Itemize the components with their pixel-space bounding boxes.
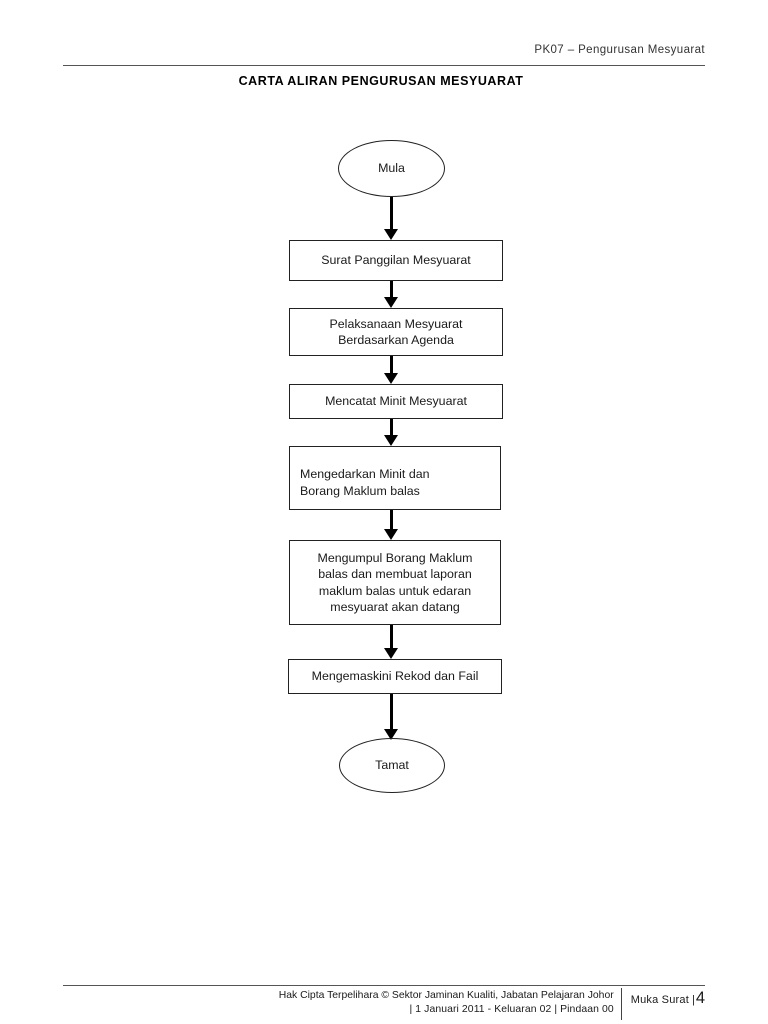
arrow-head-icon — [384, 729, 398, 740]
footer-copyright-line2: | 1 Januari 2011 - Keluaran 02 | Pindaan… — [409, 1003, 614, 1015]
flow-node-start: Mula — [338, 140, 445, 197]
document-header: PK07 – Pengurusan Mesyuarat — [63, 44, 705, 66]
edge-stem — [389, 510, 393, 530]
arrow-head-icon — [384, 435, 398, 446]
arrow-head-icon — [384, 297, 398, 308]
page-title: CARTA ALIRAN PENGURUSAN MESYUARAT — [0, 74, 768, 88]
flow-node-mengedarkan-minit-label-line1: Mengedarkan Minit dan — [300, 467, 430, 482]
flow-node-mengumpul-borang-label-line2: balas dan membuat laporan — [318, 567, 472, 582]
footer-page-indicator: Muka Surat | 4 — [622, 989, 705, 1008]
flow-node-pelaksanaan: Pelaksanaan Mesyuarat Berdasarkan Agenda — [289, 308, 503, 356]
flow-node-end-label: Tamat — [375, 758, 409, 773]
edge-stem — [389, 694, 393, 730]
header-document-code: PK07 – Pengurusan Mesyuarat — [534, 44, 705, 56]
flow-node-mencatat-minit-label: Mencatat Minit Mesyuarat — [325, 394, 467, 409]
flow-node-surat-panggilan: Surat Panggilan Mesyuarat — [289, 240, 503, 281]
flow-node-mengedarkan-minit: Mengedarkan Minit dan Borang Maklum bala… — [289, 446, 501, 510]
flow-node-mengumpul-borang-label-line3: maklum balas untuk edaran — [318, 583, 472, 598]
edge-stem — [389, 281, 393, 298]
flow-node-mengemaskini-rekod: Mengemaskini Rekod dan Fail — [288, 659, 502, 694]
edge-stem — [389, 419, 393, 436]
flow-node-mencatat-minit: Mencatat Minit Mesyuarat — [289, 384, 503, 419]
flow-node-start-label: Mula — [378, 161, 405, 176]
footer-divider-rule — [63, 985, 705, 986]
flow-node-end: Tamat — [339, 738, 445, 793]
arrow-head-icon — [384, 373, 398, 384]
footer-content: Hak Cipta Terpelihara © Sektor Jaminan K… — [63, 988, 705, 1020]
footer-page-number: 4 — [695, 989, 705, 1007]
flow-node-surat-panggilan-label: Surat Panggilan Mesyuarat — [321, 253, 471, 268]
flow-node-mengedarkan-minit-label-line2: Borang Maklum balas — [300, 483, 420, 498]
flow-node-pelaksanaan-label-line1: Pelaksanaan Mesyuarat — [329, 316, 463, 331]
edge-stem — [389, 197, 393, 230]
edge-stem — [389, 356, 393, 374]
header-divider-rule — [63, 65, 705, 66]
footer-copyright: Hak Cipta Terpelihara © Sektor Jaminan K… — [279, 989, 621, 1016]
footer-page-label: Muka Surat — [630, 994, 689, 1006]
footer-vertical-divider — [620, 988, 622, 1020]
flow-node-pelaksanaan-label-line2: Berdasarkan Agenda — [338, 333, 454, 347]
flow-node-mengemaskini-rekod-label: Mengemaskini Rekod dan Fail — [311, 669, 479, 684]
footer-copyright-line1: Hak Cipta Terpelihara © Sektor Jaminan K… — [278, 990, 614, 1001]
arrow-head-icon — [384, 648, 398, 659]
flow-node-mengumpul-borang: Mengumpul Borang Maklum balas dan membua… — [289, 540, 501, 625]
arrow-head-icon — [384, 229, 398, 240]
document-footer: Hak Cipta Terpelihara © Sektor Jaminan K… — [63, 985, 705, 1024]
flow-node-mengumpul-borang-label-line4: mesyuarat akan datang — [330, 599, 460, 614]
edge-stem — [389, 625, 393, 649]
footer-page-separator: | — [691, 994, 695, 1006]
page-title-text: CARTA ALIRAN PENGURUSAN MESYUARAT — [238, 74, 524, 88]
arrow-head-icon — [384, 529, 398, 540]
flow-node-mengumpul-borang-label-line1: Mengumpul Borang Maklum — [317, 550, 473, 565]
